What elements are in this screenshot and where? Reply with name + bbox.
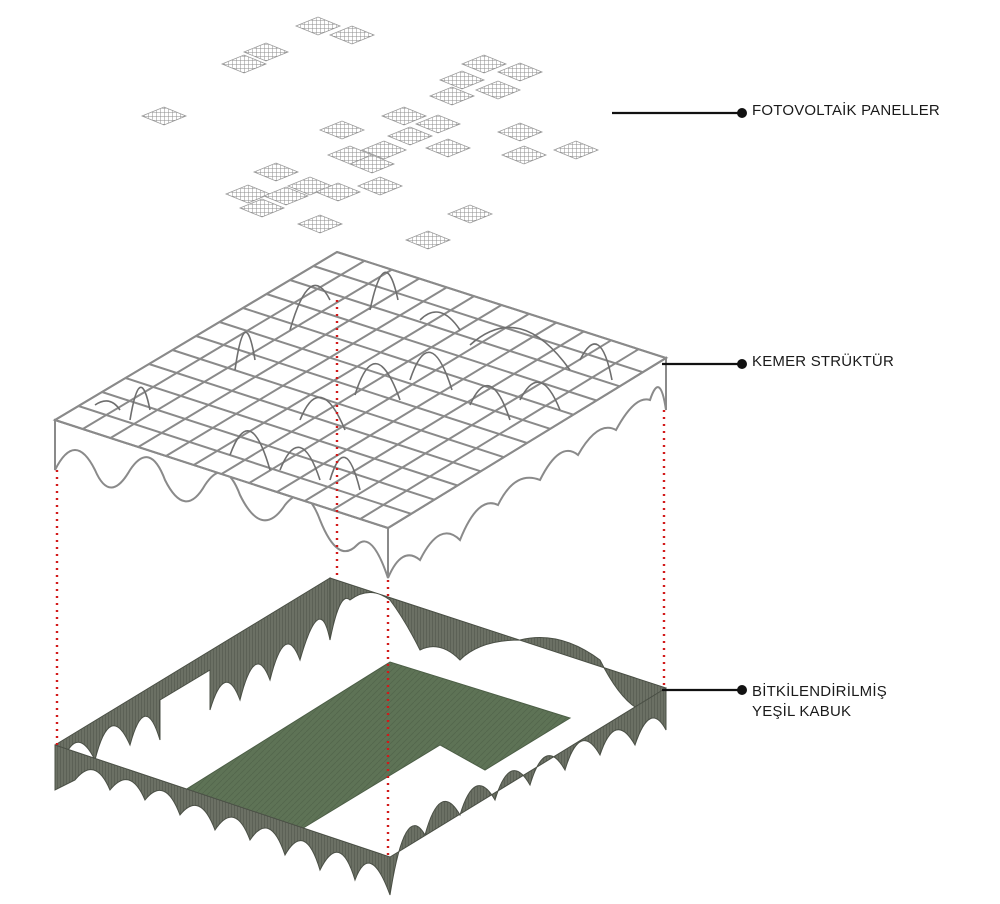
pv-panel xyxy=(552,140,600,160)
leader-lines xyxy=(612,108,747,695)
pv-panel xyxy=(460,54,508,74)
pv-panel xyxy=(238,198,286,218)
arch-grid-line xyxy=(331,339,612,511)
pv-panel xyxy=(438,70,486,90)
arch-grid-line xyxy=(336,251,667,359)
pv-panel xyxy=(140,106,188,126)
photovoltaic-panels-layer xyxy=(140,16,600,250)
projection-lines xyxy=(55,300,666,858)
pv-panel xyxy=(428,86,476,106)
pv-panel xyxy=(220,54,268,74)
pv-panel xyxy=(314,182,362,202)
pv-panel xyxy=(496,122,544,142)
label-green-envelope-line1: BİTKİLENDİRİLMİŞ xyxy=(752,683,887,700)
pv-panel xyxy=(242,42,290,62)
arch-ribs xyxy=(94,271,613,491)
arch-structure-top-grid xyxy=(52,250,669,578)
pv-panel xyxy=(296,214,344,234)
green-envelope-front-right-wall xyxy=(389,687,667,896)
pv-panel xyxy=(294,16,342,36)
arch-grid-line xyxy=(313,265,644,374)
pv-panel xyxy=(380,106,428,126)
pv-panel xyxy=(474,80,522,100)
green-envelope-back-right-wall xyxy=(329,577,667,711)
label-green-envelope: BİTKİLENDİRİLMİŞ YEŞİL KABUK xyxy=(752,682,887,722)
arch-structure-layer xyxy=(52,250,669,579)
pv-panel xyxy=(500,145,548,165)
leader-dot-green xyxy=(737,685,747,695)
pv-panel xyxy=(496,62,544,82)
pv-panel xyxy=(424,138,472,158)
arch-structure-right-side xyxy=(387,356,667,579)
pv-panel xyxy=(386,126,434,146)
label-photovoltaic-panels: FOTOVOLTAİK PANELLER xyxy=(752,102,940,119)
pv-panel xyxy=(252,162,300,182)
green-envelope-back-left-wall xyxy=(54,577,331,771)
pv-panel xyxy=(328,25,376,45)
pv-panel xyxy=(262,186,310,206)
pv-panel xyxy=(414,114,462,134)
label-arch-structure: KEMER STRÜKTÜR xyxy=(752,353,894,370)
pv-panel xyxy=(356,176,404,196)
leader-dot-arch xyxy=(737,359,747,369)
leader-dot-pv xyxy=(737,108,747,118)
green-envelope-layer xyxy=(54,577,667,896)
pv-panel xyxy=(404,230,452,250)
green-envelope-front-left-wall xyxy=(54,744,391,896)
label-green-envelope-line2: YEŞİL KABUK xyxy=(752,703,852,720)
arch-grid-line xyxy=(359,348,640,520)
pv-panel xyxy=(348,154,396,174)
pv-panel xyxy=(360,140,408,160)
pv-panel xyxy=(446,204,494,224)
pv-panel xyxy=(318,120,366,140)
arch-grid-line xyxy=(387,357,667,529)
